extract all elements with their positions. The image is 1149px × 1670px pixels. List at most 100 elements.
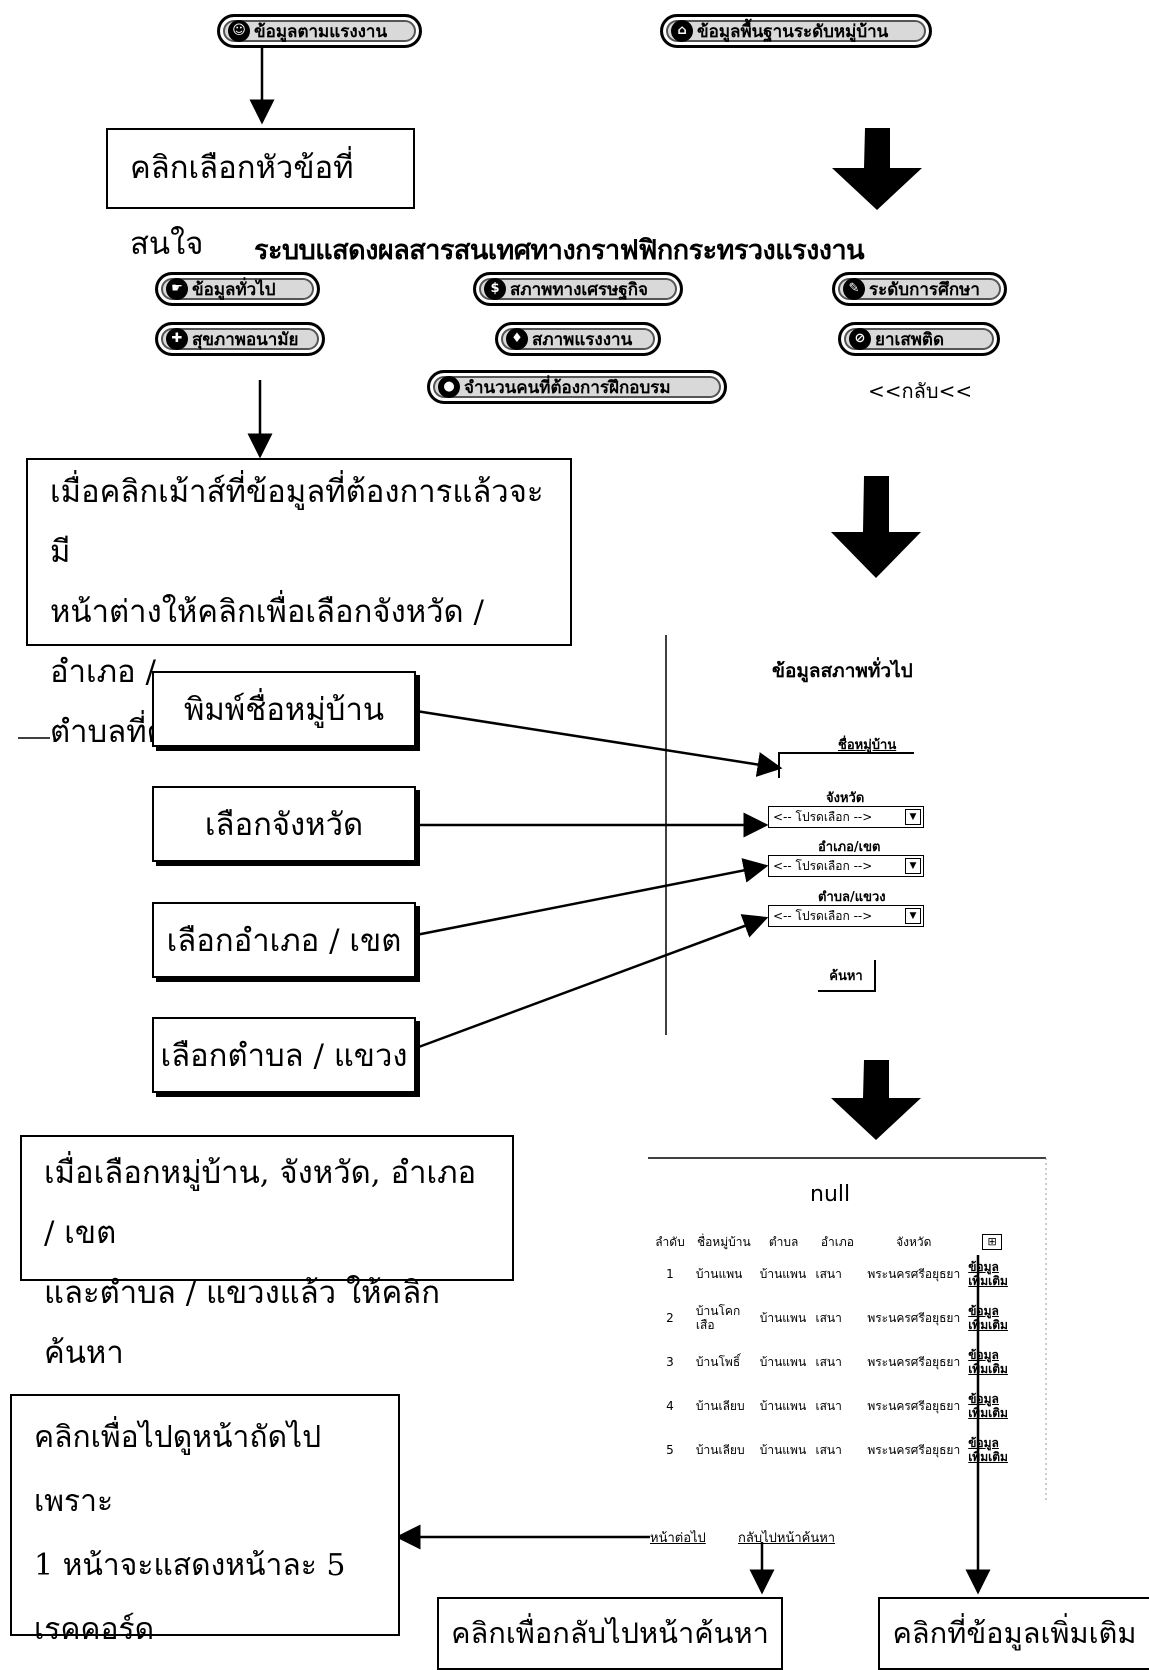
step4-line-3: เรคคอร์ด	[34, 1612, 155, 1647]
user-icon: ☺	[228, 20, 250, 42]
arrow-village	[415, 709, 783, 777]
province-select[interactable]: <-- โปรดเลือก --> ▼	[768, 806, 924, 828]
step3-line-1: เมื่อเลือกหมู่บ้าน, จังหวัด, อำเภอ / เขต	[44, 1155, 477, 1251]
row-subdistrict: บ้านแพน	[759, 1355, 807, 1369]
big-down-arrow-2	[831, 476, 921, 578]
back-to-search-note: คลิกเพื่อกลับไปหน้าค้นหา	[437, 1597, 783, 1670]
search-button-label: ค้นหา	[829, 968, 863, 984]
back-link[interactable]: <<กลับ<<	[868, 379, 973, 403]
row-village: บ้านเลียบ	[695, 1399, 745, 1413]
arrow-subdistrict	[415, 914, 769, 1050]
menu-drugs-button[interactable]: ⊘ ยาเสพติด	[838, 322, 1000, 356]
row-district: เสนา	[815, 1355, 842, 1369]
label-subdistrict: เลือกตำบล / แขวง	[152, 1017, 416, 1093]
village-field-label: ชื่อหมู่บ้าน	[838, 738, 897, 753]
menu-education-label: ระดับการศึกษา	[869, 279, 980, 300]
no-drugs-icon: ⊘	[849, 328, 871, 350]
more-info-note-text: คลิกที่ข้อมูลเพิ่มเติม	[892, 1616, 1137, 1650]
next-page-link[interactable]: หน้าต่อไป	[650, 1531, 706, 1546]
row-more-info-link[interactable]: ข้อมูลเพิ่มเติม	[968, 1392, 1008, 1420]
label-province-text: เลือกจังหวัด	[204, 807, 364, 843]
label-subdistrict-text: เลือกตำบล / แขวง	[160, 1038, 408, 1074]
big-down-arrow-3	[831, 1060, 921, 1140]
row-province: พระนครศรีอยุธยา	[867, 1311, 961, 1325]
row-village: บ้านโพธิ์	[695, 1355, 741, 1369]
row-subdistrict: บ้านแพน	[759, 1399, 807, 1413]
results-title: null	[810, 1182, 851, 1207]
back-to-search-link[interactable]: กลับไปหน้าค้นหา	[738, 1531, 836, 1546]
table-row: 1 บ้านแพน บ้านแพน เสนา พระนครศรีอยุธยา ข…	[648, 1252, 1020, 1296]
table-row: 3 บ้านโพธิ์ บ้านแพน เสนา พระนครศรีอยุธยา…	[648, 1340, 1020, 1384]
subdistrict-select-value: <-- โปรดเลือก -->	[773, 908, 873, 923]
menu-general-label: ข้อมูลทั่วไป	[192, 279, 276, 300]
header-subdistrict: ตำบล	[768, 1235, 799, 1249]
row-district: เสนา	[815, 1267, 842, 1281]
row-index: 5	[666, 1443, 674, 1457]
labor-data-label: ข้อมูลตามแรงงาน	[254, 21, 388, 42]
row-province: พระนครศรีอยุธยา	[867, 1443, 961, 1457]
label-province: เลือกจังหวัด	[152, 786, 416, 862]
table-row: 2 บ้านโคกเสือ บ้านแพน เสนา พระนครศรีอยุธ…	[648, 1296, 1020, 1340]
table-row: 5 บ้านเลียบ บ้านแพน เสนา พระนครศรีอยุธยา…	[648, 1428, 1020, 1472]
more-info-note: คลิกที่ข้อมูลเพิ่มเติม	[878, 1597, 1149, 1670]
menu-training-label: จำนวนคนที่ต้องการฝึกอบรม	[464, 377, 671, 398]
worker-icon: ♦	[506, 328, 528, 350]
village-data-button[interactable]: ⌂ ข้อมูลพื้นฐานระดับหมู่บ้าน	[660, 14, 932, 48]
subdistrict-select[interactable]: <-- โปรดเลือก --> ▼	[768, 905, 924, 927]
row-province: พระนครศรีอยุธยา	[867, 1267, 961, 1281]
chevron-down-icon: ▼	[905, 809, 921, 825]
step2-line-1: เมื่อคลิกเม้าส์ที่ข้อมูลที่ต้องการแล้วจะ…	[50, 474, 544, 570]
row-more-info-link[interactable]: ข้อมูลเพิ่มเติม	[968, 1436, 1008, 1464]
step1-text: คลิกเลือกหัวข้อที่สนใจ	[130, 150, 354, 262]
row-more-info-link[interactable]: ข้อมูลเพิ่มเติม	[968, 1304, 1008, 1332]
menu-training-button[interactable]: ● จำนวนคนที่ต้องการฝึกอบรม	[427, 370, 727, 404]
menu-health-button[interactable]: ✚ สุขภาพอนามัย	[155, 322, 325, 356]
row-index: 2	[666, 1311, 674, 1325]
step2-line-2: หน้าต่างให้คลิกเพื่อเลือกจังหวัด / อำเภอ…	[50, 594, 484, 690]
row-more-info-link[interactable]: ข้อมูลเพิ่มเติม	[968, 1260, 1008, 1288]
menu-economy-label: สภาพทางเศรษฐกิจ	[510, 279, 648, 300]
province-field-label: จังหวัด	[826, 791, 865, 806]
labor-data-button[interactable]: ☺ ข้อมูลตามแรงงาน	[217, 14, 422, 48]
system-title: ระบบแสดงผลสารสนเทศทางกราฟฟิกกระทรวงแรงงา…	[254, 235, 865, 266]
village-input[interactable]	[778, 752, 914, 778]
back-to-search-note-text: คลิกเพื่อกลับไปหน้าค้นหา	[451, 1616, 769, 1650]
row-subdistrict: บ้านแพน	[759, 1311, 807, 1325]
header-index: ลำดับ	[655, 1235, 685, 1249]
step4-box: คลิกเพื่อไปดูหน้าถัดไป เพราะ 1 หน้าจะแสด…	[10, 1394, 400, 1647]
district-select[interactable]: <-- โปรดเลือก --> ▼	[768, 855, 924, 877]
search-button[interactable]: ค้นหา	[818, 960, 876, 992]
menu-education-button[interactable]: ✎ ระดับการศึกษา	[832, 272, 1007, 306]
subdistrict-field-label: ตำบล/แขวง	[818, 890, 886, 905]
row-index: 3	[666, 1355, 674, 1369]
step3-box: เมื่อเลือกหมู่บ้าน, จังหวัด, อำเภอ / เขต…	[20, 1135, 514, 1371]
row-index: 1	[666, 1267, 674, 1281]
label-village-text: พิมพ์ชื่อหมู่บ้าน	[183, 692, 385, 728]
row-district: เสนา	[815, 1443, 842, 1457]
print-icon[interactable]: ⊞	[982, 1234, 1003, 1250]
chevron-down-icon: ▼	[905, 908, 921, 924]
row-village: บ้านแพน	[695, 1267, 743, 1281]
row-more-info-link[interactable]: ข้อมูลเพิ่มเติม	[968, 1348, 1008, 1376]
health-icon: ✚	[166, 328, 188, 350]
province-select-value: <-- โปรดเลือก -->	[773, 809, 873, 824]
menu-labor-label: สภาพแรงงาน	[532, 329, 633, 350]
step3-line-2: และตำบล / แขวงแล้ว ให้คลิกค้นหา	[44, 1275, 441, 1371]
header-province: จังหวัด	[896, 1235, 932, 1249]
menu-health-label: สุขภาพอนามัย	[192, 329, 299, 350]
menu-economy-button[interactable]: $ สภาพทางเศรษฐกิจ	[473, 272, 683, 306]
results-table: ลำดับ ชื่อหมู่บ้าน ตำบล อำเภอ จังหวัด ⊞ …	[648, 1232, 1020, 1472]
row-subdistrict: บ้านแพน	[759, 1443, 807, 1457]
hand-icon: ☛	[166, 278, 188, 300]
row-district: เสนา	[815, 1399, 842, 1413]
step2-box: เมื่อคลิกเม้าส์ที่ข้อมูลที่ต้องการแล้วจะ…	[26, 458, 572, 750]
menu-labor-button[interactable]: ♦ สภาพแรงงาน	[495, 322, 661, 356]
home-icon: ⌂	[671, 20, 693, 42]
results-header-row: ลำดับ ชื่อหมู่บ้าน ตำบล อำเภอ จังหวัด ⊞	[648, 1232, 1020, 1252]
row-province: พระนครศรีอยุธยา	[867, 1399, 961, 1413]
label-village: พิมพ์ชื่อหมู่บ้าน	[152, 671, 416, 747]
label-district: เลือกอำเภอ / เขต	[152, 902, 416, 978]
money-icon: $	[484, 278, 506, 300]
arrow-district	[415, 858, 769, 937]
menu-general-button[interactable]: ☛ ข้อมูลทั่วไป	[155, 272, 320, 306]
